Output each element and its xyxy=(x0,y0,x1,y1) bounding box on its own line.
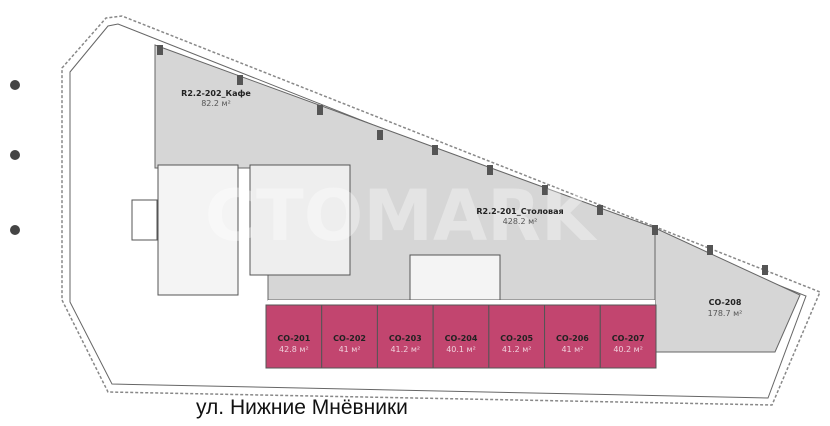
office-area: 42.8 м² xyxy=(279,345,309,354)
office-area: 41.2 м² xyxy=(390,345,420,354)
office-label: CO-201 xyxy=(277,334,310,343)
column xyxy=(10,150,20,160)
column xyxy=(432,145,438,155)
office-co-203[interactable] xyxy=(376,304,434,369)
column xyxy=(377,130,383,140)
corridor xyxy=(268,300,655,305)
room-area: 428.2 м² xyxy=(503,217,538,226)
column xyxy=(542,185,548,195)
room-label: CO-208 xyxy=(709,298,742,307)
column xyxy=(707,245,713,255)
office-area: 41 м² xyxy=(561,345,583,354)
office-co-205[interactable] xyxy=(488,304,546,369)
office-area: 40.1 м² xyxy=(446,345,476,354)
office-label: CO-202 xyxy=(333,334,366,343)
room-area: 82.2 м² xyxy=(201,99,231,108)
column xyxy=(157,45,163,55)
office-area: 41 м² xyxy=(339,345,361,354)
office-label: CO-205 xyxy=(500,334,533,343)
column xyxy=(10,80,20,90)
stairs xyxy=(131,199,158,241)
office-co-204[interactable] xyxy=(432,304,490,369)
column xyxy=(317,105,323,115)
room-label: R2.2-202_Кафе xyxy=(181,89,251,98)
office-area: 40.2 м² xyxy=(613,345,643,354)
office-area: 41.2 м² xyxy=(502,345,532,354)
stair-core-2 xyxy=(409,254,501,301)
room-label: R2.2-201_Столовая xyxy=(476,207,563,216)
office-label: CO-206 xyxy=(556,334,589,343)
stair-core xyxy=(157,164,239,296)
office-co-206[interactable] xyxy=(544,304,601,369)
elevator-core xyxy=(249,164,351,276)
office-co-201[interactable] xyxy=(265,304,323,369)
room-area: 178.7 м² xyxy=(708,309,743,318)
office-label: CO-203 xyxy=(389,334,422,343)
column xyxy=(597,205,603,215)
column xyxy=(762,265,768,275)
column xyxy=(10,225,20,235)
watermark: CTOMARK xyxy=(205,175,598,257)
street-label: ул. Нижние Мнёвники xyxy=(196,396,408,419)
room-co-208[interactable] xyxy=(654,227,801,353)
office-label: CO-207 xyxy=(612,334,645,343)
office-label: CO-204 xyxy=(445,334,478,343)
column xyxy=(652,225,658,235)
office-co-207[interactable] xyxy=(599,304,657,369)
column xyxy=(487,165,493,175)
column xyxy=(237,75,243,85)
